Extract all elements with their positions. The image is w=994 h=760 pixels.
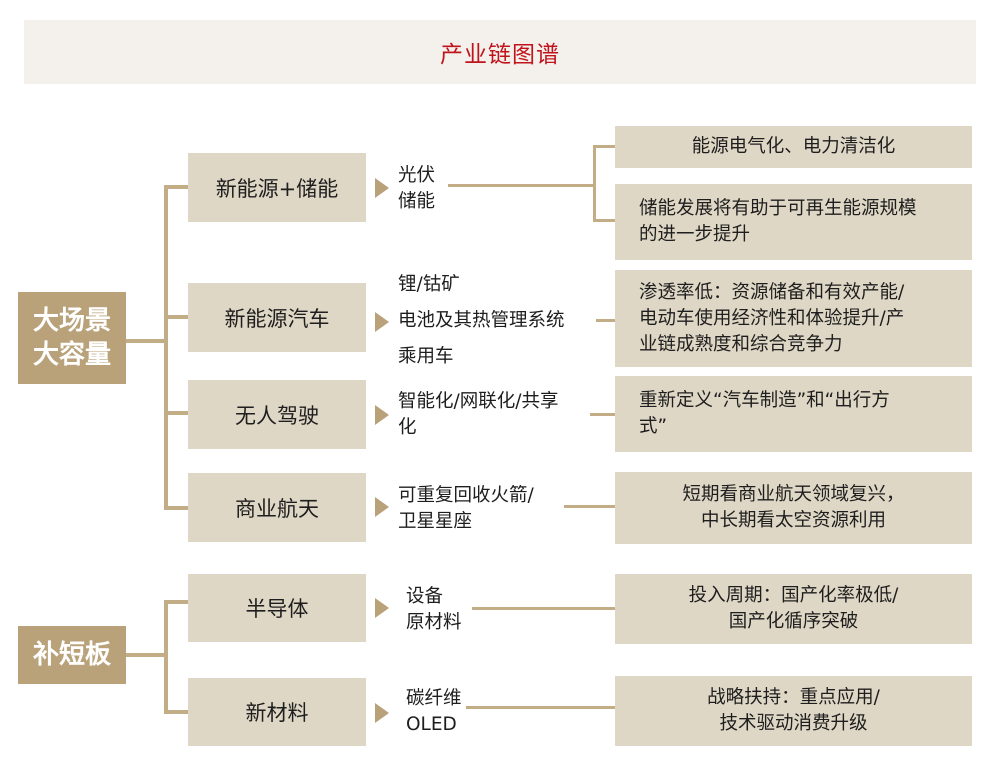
category-line: 大容量 [32, 340, 111, 370]
arrow-right-icon [375, 598, 389, 618]
connector [590, 413, 615, 416]
sector-box-new-materials: 新材料 [188, 678, 366, 746]
category-line: 补短板 [32, 640, 111, 670]
sub-item: 锂/钴矿 [398, 274, 460, 295]
connector [466, 706, 616, 709]
sub-item: 智能化/网联化/共享 [398, 391, 559, 412]
sub-item: OLED [406, 714, 457, 735]
connector [164, 600, 188, 604]
result-box: 重新定义“汽车制造”和“出行方 式” [615, 376, 972, 452]
sector-box-autonomous-driving: 无人驾驶 [188, 380, 366, 449]
sub-items-new-energy-storage: 光伏 储能 [398, 158, 435, 220]
connector [164, 315, 188, 319]
title-bar: 产业链图谱 [24, 20, 976, 84]
connector [593, 145, 615, 148]
result-box: 能源电气化、电力清洁化 [615, 126, 972, 168]
sub-item: 化 [398, 417, 417, 438]
connector [564, 505, 615, 508]
connector [164, 185, 168, 510]
connector [164, 710, 188, 714]
arrow-right-icon [375, 703, 389, 723]
sub-item: 光伏 [398, 165, 436, 186]
connector [593, 219, 615, 222]
sub-item: 乘用车 [398, 346, 454, 367]
sub-item: 卫星星座 [398, 511, 473, 532]
sector-box-semiconductor: 半导体 [188, 574, 366, 642]
sub-items-semiconductor: 设备 原材料 [406, 582, 462, 638]
arrow-right-icon [375, 178, 389, 198]
connector [593, 145, 596, 222]
category-line: 大场景 [32, 306, 111, 336]
connector [448, 184, 594, 187]
sub-item: 设备 [406, 586, 444, 607]
connector [596, 319, 615, 322]
sub-items-commercial-aerospace: 可重复回收火箭/ 卫星星座 [398, 480, 534, 538]
sub-item: 可重复回收火箭/ [398, 485, 534, 506]
connector [164, 506, 188, 510]
sub-item: 储能 [398, 191, 436, 212]
sub-items-autonomous-driving: 智能化/网联化/共享 化 [398, 386, 558, 444]
connector [164, 185, 188, 189]
connector [126, 339, 166, 343]
sub-items-new-energy-vehicle: 锂/钴矿 电池及其热管理系统 乘用车 [398, 274, 565, 367]
sub-item: 原材料 [406, 612, 462, 633]
sector-box-commercial-aerospace: 商业航天 [188, 473, 366, 542]
result-box: 储能发展将有助于可再生能源规模 的进一步提升 [615, 184, 972, 260]
arrow-right-icon [375, 312, 389, 332]
category-fill-gaps: 补短板 [18, 626, 126, 684]
result-box: 投入周期：国产化率极低/ 国产化循序突破 [615, 574, 972, 644]
arrow-right-icon [375, 497, 389, 517]
diagram-title: 产业链图谱 [440, 42, 560, 68]
result-box: 战略扶持：重点应用/ 技术驱动消费升级 [615, 676, 972, 746]
sub-item: 电池及其热管理系统 [398, 310, 565, 331]
sector-box-new-energy-vehicle: 新能源汽车 [188, 283, 366, 352]
arrow-right-icon [375, 405, 389, 425]
sub-items-new-materials: 碳纤维 OLED [406, 684, 462, 740]
connector [164, 600, 168, 714]
sector-box-new-energy-storage: 新能源+储能 [188, 153, 366, 222]
sub-item: 碳纤维 [406, 688, 462, 709]
connector [126, 653, 166, 657]
result-box: 短期看商业航天领域复兴， 中长期看太空资源利用 [615, 472, 972, 544]
category-large-scene: 大场景 大容量 [18, 292, 126, 384]
connector [164, 411, 188, 415]
connector [472, 607, 615, 610]
result-box: 渗透率低：资源储备和有效产能/ 电动车使用经济性和体验提升/产 业链成熟度和综合… [615, 270, 972, 367]
